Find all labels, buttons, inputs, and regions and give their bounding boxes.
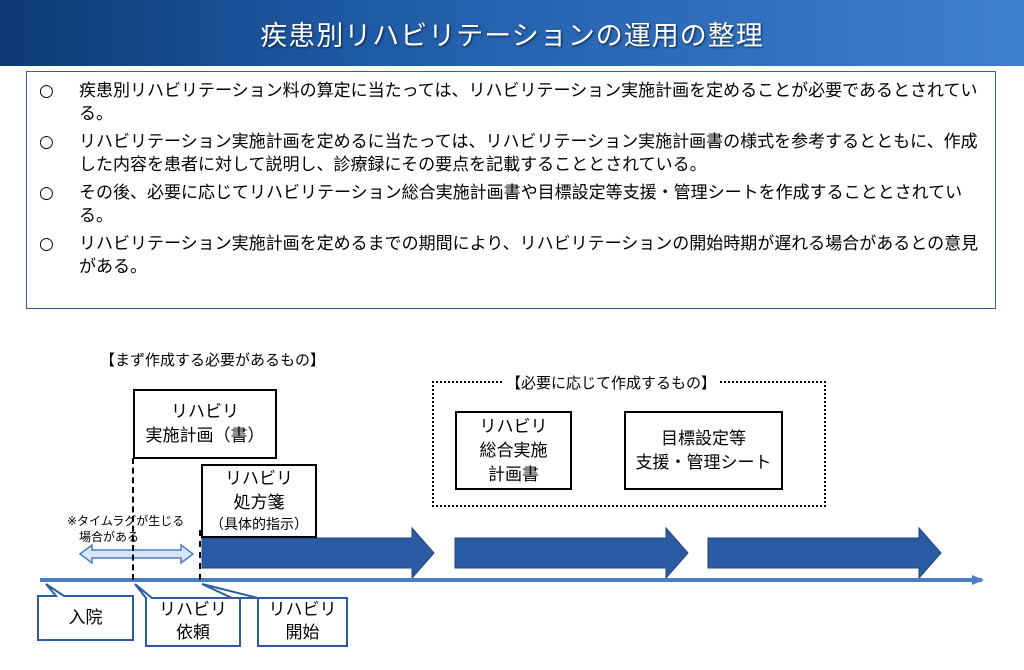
rehab-prescription-box: リハビリ 処方箋 （具体的指示） xyxy=(201,464,317,538)
event-rehab-start: リハビリ 開始 xyxy=(268,600,337,643)
note-text: 疾患別リハビリテーション料の算定に当たっては、リハビリテーション実施計画を定める… xyxy=(79,81,978,124)
note-text: リハビリテーション実施計画を定めるに当たっては、リハビリテーション実施計画書の様… xyxy=(79,132,978,175)
diagram-shapes xyxy=(37,526,984,647)
event-rehab-request: リハビリ 依頼 xyxy=(159,600,227,643)
process-arrow xyxy=(454,526,689,580)
notes-panel: ○ 疾患別リハビリテーション料の算定に当たっては、リハビリテーション実施計画を定… xyxy=(26,71,996,309)
optional-docs-label: 【必要に応じて作成するもの】 xyxy=(502,372,721,393)
bullet-circle-icon: ○ xyxy=(39,132,54,152)
event-admission: 入院 xyxy=(68,607,103,628)
note-text: その後、必要に応じてリハビリテーション総合実施計画書や目標設定等支援・管理シート… xyxy=(79,183,963,226)
callout-request xyxy=(134,583,241,647)
callout-admission xyxy=(37,583,134,641)
prescription-note: （具体的指示） xyxy=(210,517,308,533)
bullet-circle-icon: ○ xyxy=(39,183,54,203)
prescription-title: リハビリ 処方箋 xyxy=(225,469,293,513)
plan-dashed-line xyxy=(132,458,134,580)
note-item: ○ リハビリテーション実施計画を定めるまでの期間により、リハビリテーションの開始… xyxy=(39,233,981,279)
required-docs-label: 【まず作成する必要があるもの】 xyxy=(100,351,326,369)
title-banner xyxy=(0,0,1024,66)
bullet-circle-icon: ○ xyxy=(39,81,54,101)
bullet-circle-icon: ○ xyxy=(39,234,54,254)
comprehensive-plan-box: リハビリ 総合実施 計画書 xyxy=(455,411,572,490)
process-arrow xyxy=(201,526,435,580)
timelag-double-arrow xyxy=(78,543,195,565)
note-item: ○ その後、必要に応じてリハビリテーション総合実施計画書や目標設定等支援・管理シ… xyxy=(39,182,981,228)
timelag-note: ※タイムラグが生じる 場合がある xyxy=(67,514,185,544)
prescription-dashed-line xyxy=(199,530,201,580)
process-diagram: 【まず作成する必要があるもの】 【必要に応じて作成するもの】 リハビリ 実施計画… xyxy=(0,320,1024,670)
callout-start xyxy=(201,583,348,647)
page-title: 疾患別リハビリテーションの運用の整理 xyxy=(260,20,764,52)
rehab-plan-box: リハビリ 実施計画（書） xyxy=(133,389,277,459)
process-arrow xyxy=(707,526,942,580)
note-item: ○ リハビリテーション実施計画を定めるに当たっては、リハビリテーション実施計画書… xyxy=(39,131,981,177)
goal-support-sheet-box: 目標設定等 支援・管理シート xyxy=(624,411,783,490)
note-text: リハビリテーション実施計画を定めるまでの期間により、リハビリテーションの開始時期… xyxy=(79,234,979,277)
note-item: ○ 疾患別リハビリテーション料の算定に当たっては、リハビリテーション実施計画を定… xyxy=(39,80,981,126)
